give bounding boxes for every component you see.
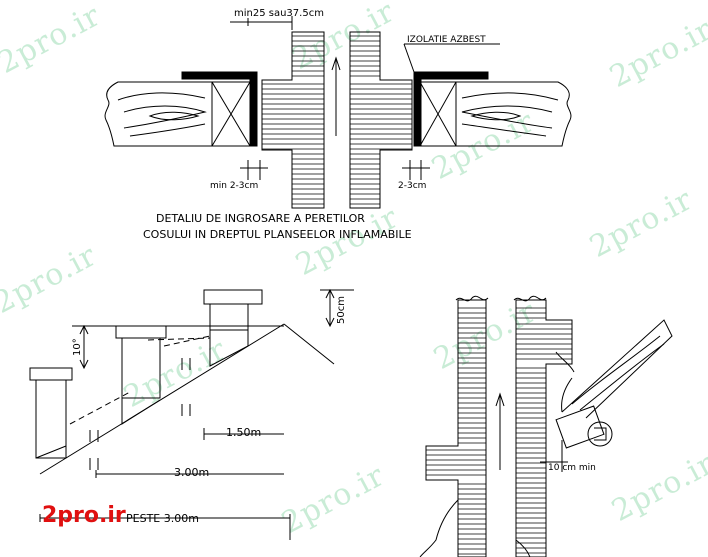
chimney-3-cap	[203, 289, 263, 305]
caption-line-2: COSULUI IN DREPTUL PLANSEELOR INFLAMABIL…	[143, 228, 412, 241]
angle-label: 10°	[72, 338, 83, 356]
distance-2-label: 3.00m	[174, 466, 209, 479]
section-wall-left	[425, 299, 487, 557]
ridge-log	[587, 421, 613, 447]
insulation-label: IZOLATIE AZBEST	[407, 35, 486, 45]
chimney-wall-right	[349, 31, 413, 209]
chimney-wall-left	[261, 31, 325, 209]
brand-logo: 2pro.ir	[42, 503, 126, 528]
timber-beam-right	[454, 81, 572, 147]
rafter	[561, 319, 673, 419]
chimney-1-cap	[29, 367, 73, 381]
caption-line-1: DETALIU DE INGROSARE A PERETILOR	[156, 212, 365, 225]
gap-right-label: 2-3cm	[398, 181, 426, 191]
distance-1-label: 1.50m	[226, 426, 261, 439]
timber-beam-left	[104, 81, 212, 147]
height-50cm-label: 50cm	[336, 296, 347, 324]
roof-chimney-height-detail	[29, 288, 354, 540]
labels: min25 sau37.5cm IZOLATIE AZBEST min 2-3c…	[72, 8, 596, 525]
section-wall-right	[515, 299, 573, 557]
dim-top-label: min25 sau37.5cm	[234, 8, 324, 19]
chimney-section-detail	[419, 295, 673, 557]
gap-left-label: min 2-3cm	[210, 181, 258, 191]
wall-thickening-detail	[104, 16, 572, 209]
asbestos-insulation-right	[413, 71, 489, 147]
clearance-label: 10 cm min	[548, 463, 596, 473]
asbestos-insulation-left	[181, 71, 258, 147]
chimney-2-cap	[115, 325, 167, 339]
distance-3-label: PESTE 3.00m	[126, 512, 199, 525]
